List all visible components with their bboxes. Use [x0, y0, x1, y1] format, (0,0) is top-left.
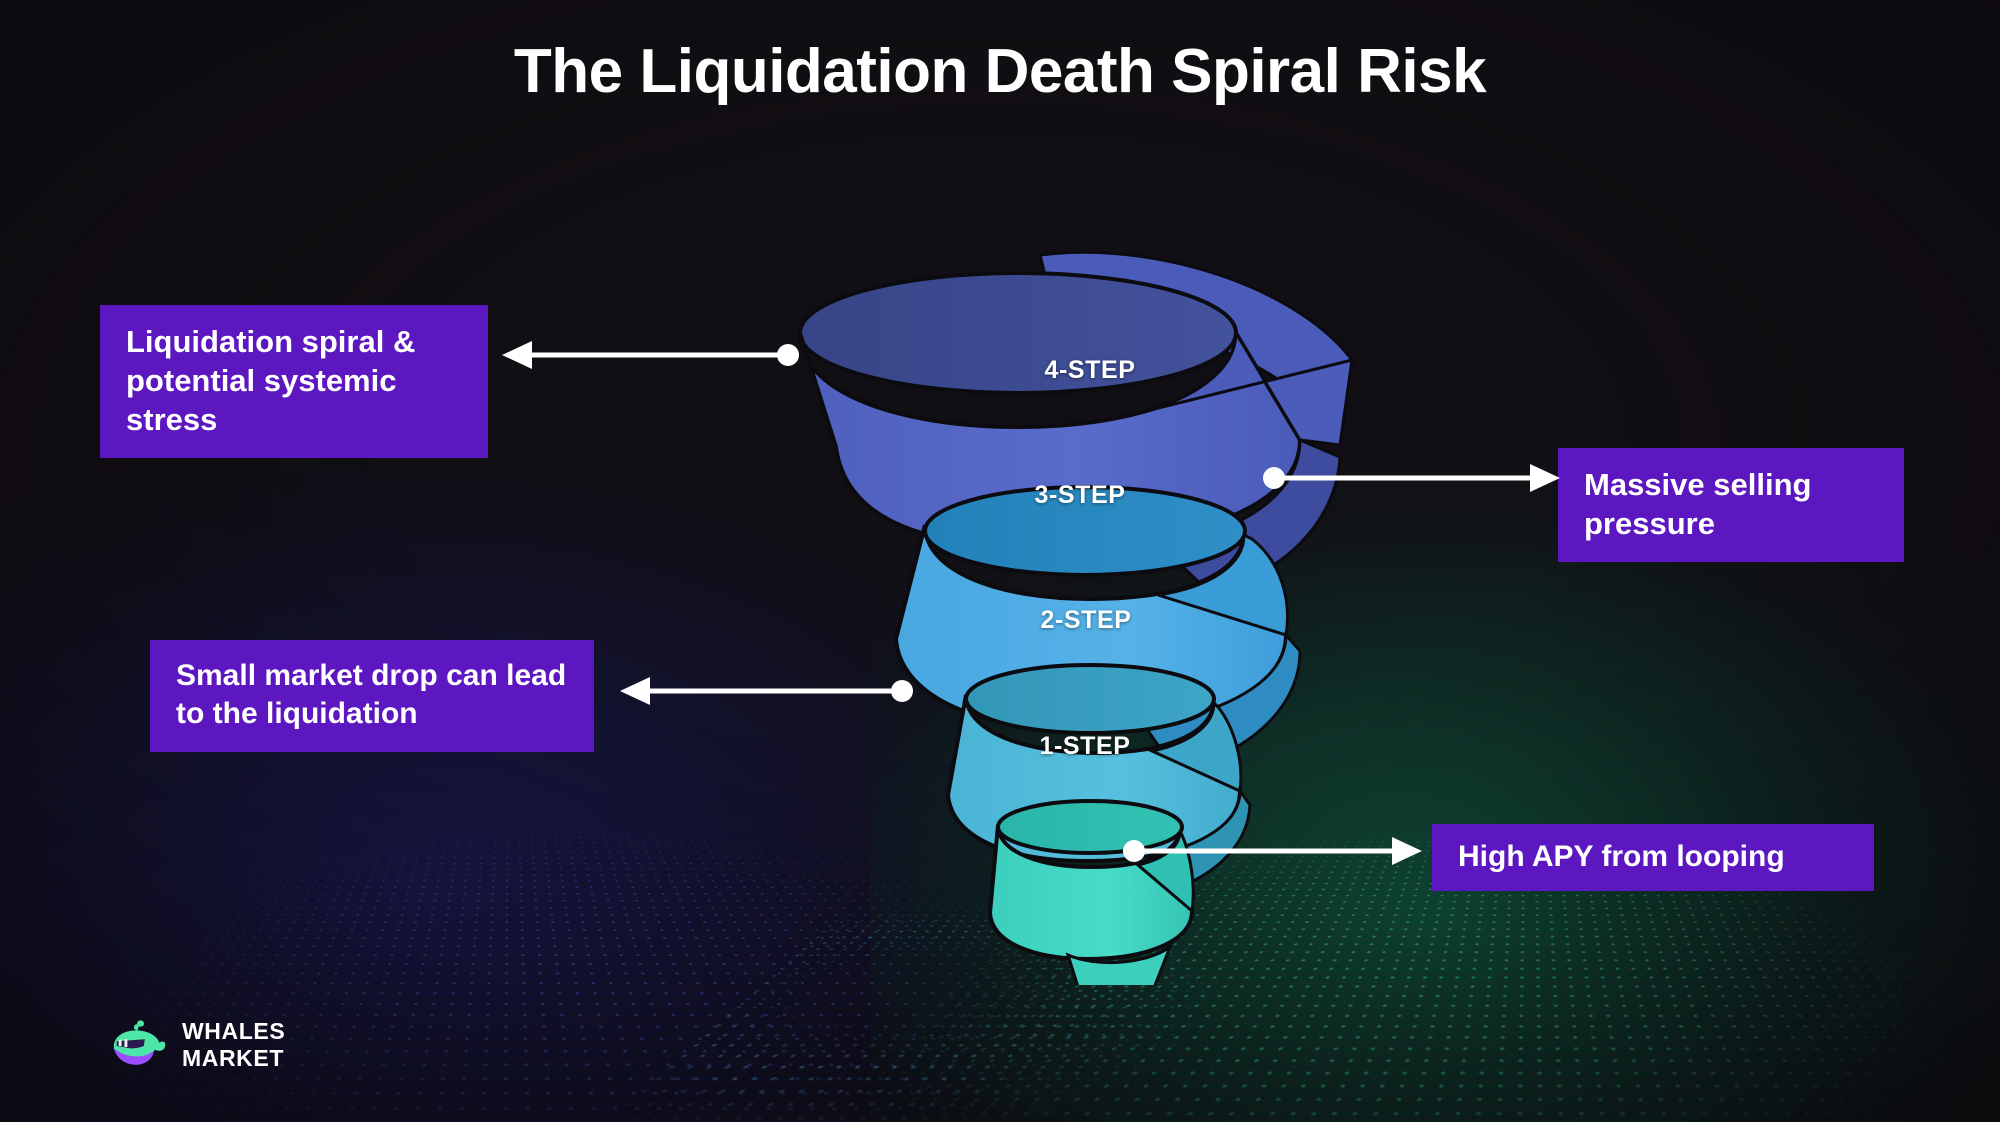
step-label-1: 1-STEP [1039, 732, 1131, 760]
spiral-funnel-graphic: 4-STEP 3-STEP 2-STEP 1-STEP [740, 195, 1440, 985]
connector-dot [1263, 467, 1285, 489]
callout-massive-selling-pressure[interactable]: Massive selling pressure [1558, 448, 1904, 563]
callout-liquidation-spiral[interactable]: Liquidation spiral & potential systemic … [100, 305, 488, 459]
arrowhead-left-icon [502, 341, 532, 369]
step2-top-face [964, 663, 1216, 735]
step4-wrap-lip [1129, 327, 1354, 447]
brand-wordmark: WHALES MARKET [182, 1018, 285, 1071]
page-title: The Liquidation Death Spiral Risk [513, 37, 1487, 106]
connector-dot [777, 344, 799, 366]
step3-wrap-lip [1157, 532, 1289, 637]
funnel-tip [1065, 942, 1174, 985]
arrowhead-right-icon [1392, 837, 1422, 865]
step-label-4: 4-STEP [1044, 356, 1136, 384]
whale-icon [108, 1016, 170, 1078]
arrowhead-right-icon [1530, 464, 1560, 492]
connector-high-apy-looping [1122, 836, 1422, 866]
connector-dot [891, 680, 913, 702]
connector-dot [1123, 840, 1145, 862]
arrowhead-left-icon [620, 677, 650, 705]
step-label-2: 2-STEP [1040, 606, 1132, 634]
connector-small-market-drop [618, 676, 918, 706]
callout-high-apy-looping[interactable]: High APY from looping [1432, 824, 1874, 891]
brand-name-line1: WHALES [182, 1018, 286, 1044]
step1-top-face [996, 799, 1184, 855]
brand-logo[interactable]: WHALES MARKET [108, 1012, 408, 1084]
step-label-3: 3-STEP [1034, 481, 1126, 509]
connector-liquidation-spiral [500, 340, 800, 370]
step3-top-face [923, 485, 1247, 577]
callout-small-market-drop[interactable]: Small market drop can lead to the liquid… [150, 640, 594, 752]
brand-name-line2: MARKET [182, 1044, 284, 1071]
connector-massive-selling-pressure [1262, 463, 1562, 493]
